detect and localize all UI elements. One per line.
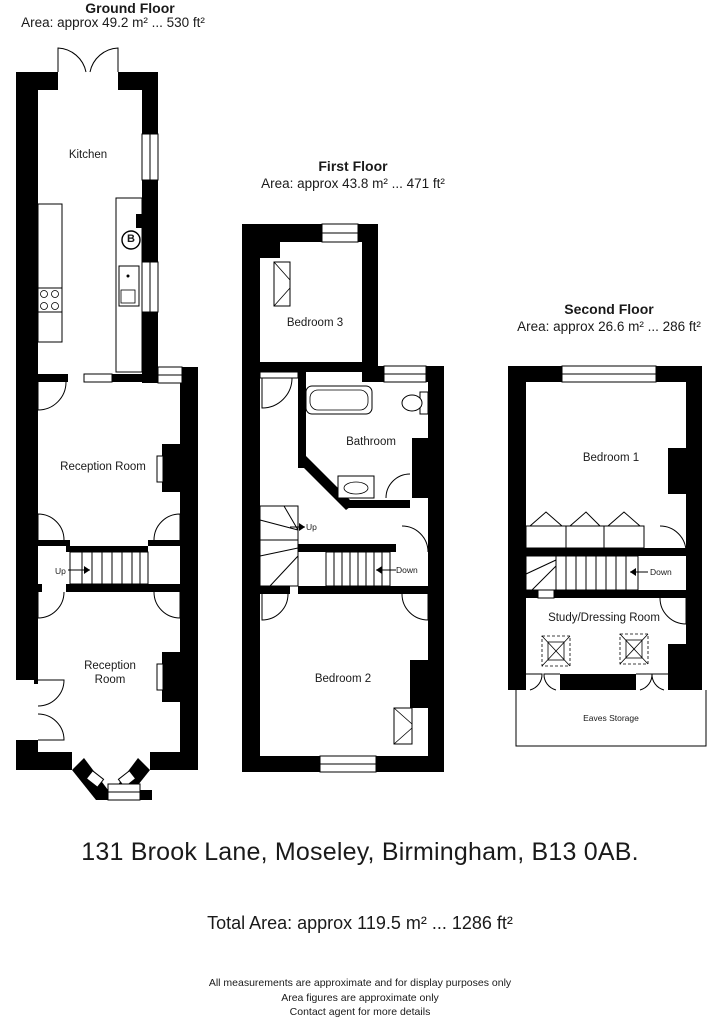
bedroom3-wardrobe xyxy=(273,261,291,307)
second-floor-area: Area: approx 26.6 m² ... 286 ft² xyxy=(517,319,701,334)
room-label-bedroom-2: Bedroom 2 xyxy=(314,673,372,685)
partition-kitchen xyxy=(38,374,68,382)
room-label-eaves: Eaves Storage xyxy=(583,713,639,723)
ground-stairs xyxy=(69,551,149,585)
first-left-wall xyxy=(242,224,260,772)
total-area: Total Area: approx 119.5 m² ... 1286 ft² xyxy=(207,913,513,933)
roof-window-2 xyxy=(619,633,649,665)
ground-floor-title: Ground Floor xyxy=(85,0,175,16)
toilet-icon xyxy=(401,391,429,415)
room-label-reception-1: Reception Room xyxy=(60,461,146,473)
bath-icon xyxy=(305,385,373,415)
room-label-bedroom-3: Bedroom 3 xyxy=(286,317,344,329)
bedroom3-right-wall xyxy=(362,224,378,370)
disclaimer-line-2: Area figures are approximate only xyxy=(281,991,439,1004)
french-door-left xyxy=(57,47,87,73)
front-door-gap xyxy=(16,680,38,740)
second-floor-title: Second Floor xyxy=(564,301,654,317)
bedroom1-chimney xyxy=(668,448,688,494)
room-label-reception-2-line1: Reception xyxy=(84,660,136,672)
disclaimer-line-1: All measurements are approximate and for… xyxy=(208,977,512,989)
second-floor-plan xyxy=(508,365,707,747)
sink-icon xyxy=(118,265,140,307)
stair-label-second-down: Down xyxy=(650,567,672,577)
bedroom1-wardrobes xyxy=(525,511,645,549)
ground-bottom-wall-left xyxy=(16,752,72,770)
first-floor-plan xyxy=(242,223,444,773)
chimney-breast-1 xyxy=(162,444,182,492)
roof-window-1 xyxy=(541,635,571,667)
basin-icon xyxy=(337,475,375,499)
room-label-bathroom: Bathroom xyxy=(346,436,396,448)
eaves-storage-outline xyxy=(515,690,707,747)
bathroom-left-wall xyxy=(298,372,306,468)
property-address: 131 Brook Lane, Moseley, Birmingham, B13… xyxy=(81,838,639,866)
bathroom-chimney xyxy=(412,438,430,498)
stair-label-first-up: Up xyxy=(306,522,317,532)
ground-top-wall-left xyxy=(16,72,58,90)
ground-floor-plan xyxy=(16,47,198,801)
disclaimer: All measurements are approximate and for… xyxy=(60,976,660,1020)
stair-label-first-down: Down xyxy=(396,565,418,575)
room-label-study: Study/Dressing Room xyxy=(548,612,660,624)
french-doors-gap xyxy=(58,72,118,90)
ground-bottom-wall-right xyxy=(150,752,198,770)
disclaimer-line-3: Contact agent for more details xyxy=(289,1006,431,1018)
first-right-wall xyxy=(428,366,444,772)
chimney-breast-2 xyxy=(162,652,182,702)
kitchen-right-wall xyxy=(142,72,158,372)
second-left-wall xyxy=(508,366,526,690)
study-bottom-wall xyxy=(560,674,636,690)
second-right-wall xyxy=(686,366,702,690)
ground-right-wall xyxy=(180,367,198,770)
ground-floor-area: Area: approx 49.2 m² ... 530 ft² xyxy=(21,15,205,30)
bedroom2-top-wall xyxy=(298,586,428,594)
ground-left-wall xyxy=(16,72,38,770)
bedroom2-wardrobe xyxy=(393,707,413,745)
room-label-kitchen: Kitchen xyxy=(68,149,108,161)
kitchen-worktop-left xyxy=(37,203,63,343)
room-label-reception-2-line2: Room xyxy=(94,674,126,686)
partition-stairs xyxy=(66,584,182,592)
boiler-icon xyxy=(121,230,141,250)
french-door-right xyxy=(89,47,119,73)
first-winder-stairs xyxy=(259,505,299,587)
second-stairs xyxy=(525,555,639,591)
bedroom2-chimney xyxy=(410,660,430,708)
first-floor-area: Area: approx 43.8 m² ... 471 ft² xyxy=(261,176,445,191)
first-floor-title: First Floor xyxy=(318,158,388,174)
room-label-bedroom-1: Bedroom 1 xyxy=(582,452,640,464)
boiler-label: B xyxy=(127,233,135,245)
stair-label-ground-up: Up xyxy=(55,566,66,576)
